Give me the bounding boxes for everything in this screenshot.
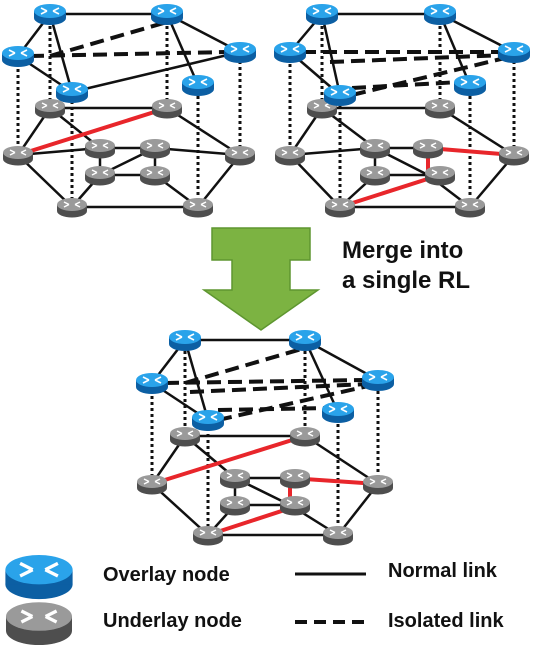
legend-isolated-link-label: Isolated link	[388, 610, 504, 632]
merge-caption-line1: Merge into	[342, 237, 464, 264]
down-arrow-icon	[201, 227, 321, 331]
network-top-left	[1, 3, 257, 219]
merge-caption: Merge into a single RL	[342, 236, 470, 296]
merge-caption-line2: a single RL	[342, 267, 471, 294]
network-merged	[135, 329, 395, 547]
legend-underlay-node-label: Underlay node	[103, 610, 242, 632]
legend-overlay-node-label: Overlay node	[103, 564, 230, 586]
legend-underlay-node-icon	[4, 600, 74, 645]
legend-normal-link-label: Normal link	[388, 560, 497, 582]
network-top-right	[273, 3, 531, 219]
legend-overlay-node-icon	[3, 553, 75, 601]
